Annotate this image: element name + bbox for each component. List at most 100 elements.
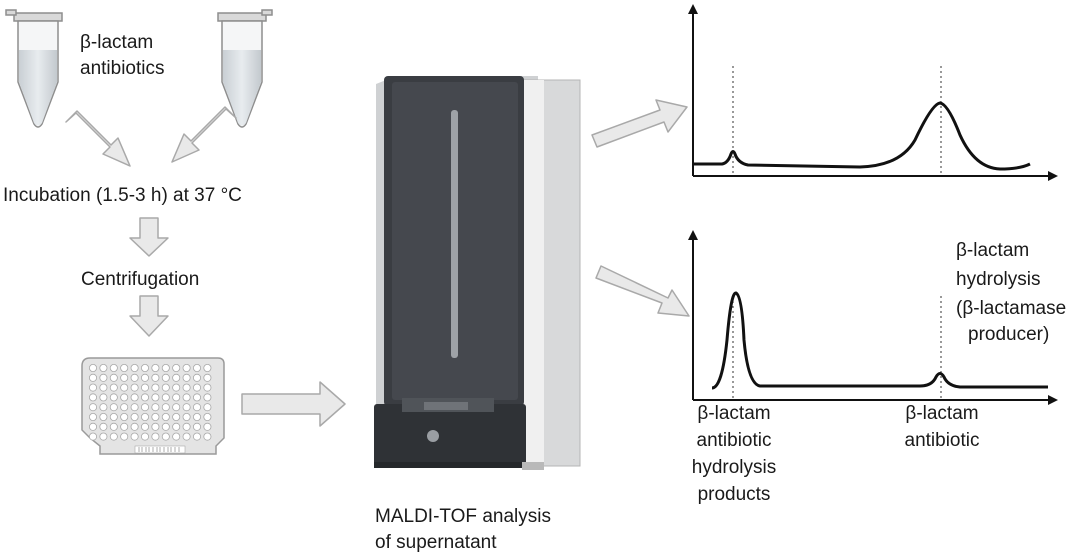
- well: [120, 412, 129, 421]
- well: [140, 373, 149, 382]
- well: [99, 412, 108, 421]
- well: [109, 393, 118, 402]
- well: [151, 422, 160, 431]
- well: [89, 403, 98, 412]
- well: [120, 403, 129, 412]
- well: [130, 432, 139, 441]
- well: [161, 422, 170, 431]
- well: [172, 432, 181, 441]
- well: [89, 432, 98, 441]
- hydrolysis-note-line3: (β-lactamase: [956, 298, 1067, 319]
- well: [203, 432, 212, 441]
- well: [161, 363, 170, 372]
- well: [151, 363, 160, 372]
- well: [161, 403, 170, 412]
- spectrum-top: [688, 4, 1058, 181]
- well: [203, 412, 212, 421]
- well: [203, 403, 212, 412]
- maldi-label-line1: MALDI-TOF analysis: [375, 506, 551, 527]
- well: [182, 403, 191, 412]
- well: [161, 412, 170, 421]
- well: [99, 403, 108, 412]
- arrow-down-1: [129, 217, 169, 257]
- well: [192, 373, 201, 382]
- well: [109, 422, 118, 431]
- well: [109, 403, 118, 412]
- well: [151, 432, 160, 441]
- well: [182, 422, 191, 431]
- well: [172, 403, 181, 412]
- well: [151, 403, 160, 412]
- hydrolysis-note-line2: hydrolysis: [956, 269, 1041, 290]
- well: [89, 422, 98, 431]
- well: [120, 422, 129, 431]
- well: [172, 383, 181, 392]
- well: [192, 412, 201, 421]
- well: [161, 373, 170, 382]
- arrow-tube-right: [171, 106, 237, 163]
- well: [172, 373, 181, 382]
- arrow-to-instrument: [241, 381, 346, 427]
- centrifugation-label: Centrifugation: [81, 269, 200, 290]
- peak-right-label-line2: antibiotic: [904, 430, 980, 451]
- well: [130, 373, 139, 382]
- well: [203, 363, 212, 372]
- well: [99, 393, 108, 402]
- well: [140, 383, 149, 392]
- peak-right-label-line1: β-lactam: [905, 403, 979, 424]
- well: [172, 363, 181, 372]
- well: [99, 422, 108, 431]
- well: [151, 383, 160, 392]
- well: [89, 373, 98, 382]
- well: [130, 422, 139, 431]
- well: [120, 383, 129, 392]
- well: [172, 422, 181, 431]
- well: [161, 383, 170, 392]
- arrow-to-top-spectrum: [591, 99, 688, 148]
- well: [99, 373, 108, 382]
- well: [120, 363, 129, 372]
- peak-left-label-line4: products: [697, 484, 771, 505]
- arrow-down-2: [129, 295, 169, 337]
- spectrum-bottom: [688, 230, 1058, 405]
- well: [120, 432, 129, 441]
- well: [172, 393, 181, 402]
- tube-left-icon: [5, 9, 63, 128]
- well: [140, 393, 149, 402]
- well: [192, 422, 201, 431]
- peak-left-label-line1: β-lactam: [697, 403, 771, 424]
- well: [130, 363, 139, 372]
- well: [109, 383, 118, 392]
- well: [140, 422, 149, 431]
- well: [161, 393, 170, 402]
- well: [120, 393, 129, 402]
- well: [203, 393, 212, 402]
- well: [109, 363, 118, 372]
- reagent-label-line2: antibiotics: [80, 58, 165, 79]
- hydrolysis-note-line4: producer): [968, 324, 1050, 345]
- tube-right-icon: [217, 9, 273, 128]
- incubation-label: Incubation (1.5-3 h) at 37 °C: [3, 185, 242, 206]
- well: [140, 412, 149, 421]
- well: [130, 412, 139, 421]
- well: [151, 373, 160, 382]
- well: [172, 412, 181, 421]
- well: [89, 393, 98, 402]
- well: [203, 373, 212, 382]
- well: [140, 432, 149, 441]
- well: [99, 363, 108, 372]
- arrow-to-bottom-spectrum: [595, 265, 690, 317]
- well: [182, 383, 191, 392]
- arrow-tube-left: [65, 110, 131, 167]
- well: [89, 412, 98, 421]
- well: [192, 393, 201, 402]
- well: [109, 373, 118, 382]
- peak-left-label-line2: antibiotic: [696, 430, 772, 451]
- reagent-label-line1: β-lactam: [80, 32, 154, 53]
- well: [89, 363, 98, 372]
- well: [109, 432, 118, 441]
- well: [130, 393, 139, 402]
- well: [192, 432, 201, 441]
- maldi-tof-instrument-icon: [374, 76, 581, 470]
- well: [182, 412, 191, 421]
